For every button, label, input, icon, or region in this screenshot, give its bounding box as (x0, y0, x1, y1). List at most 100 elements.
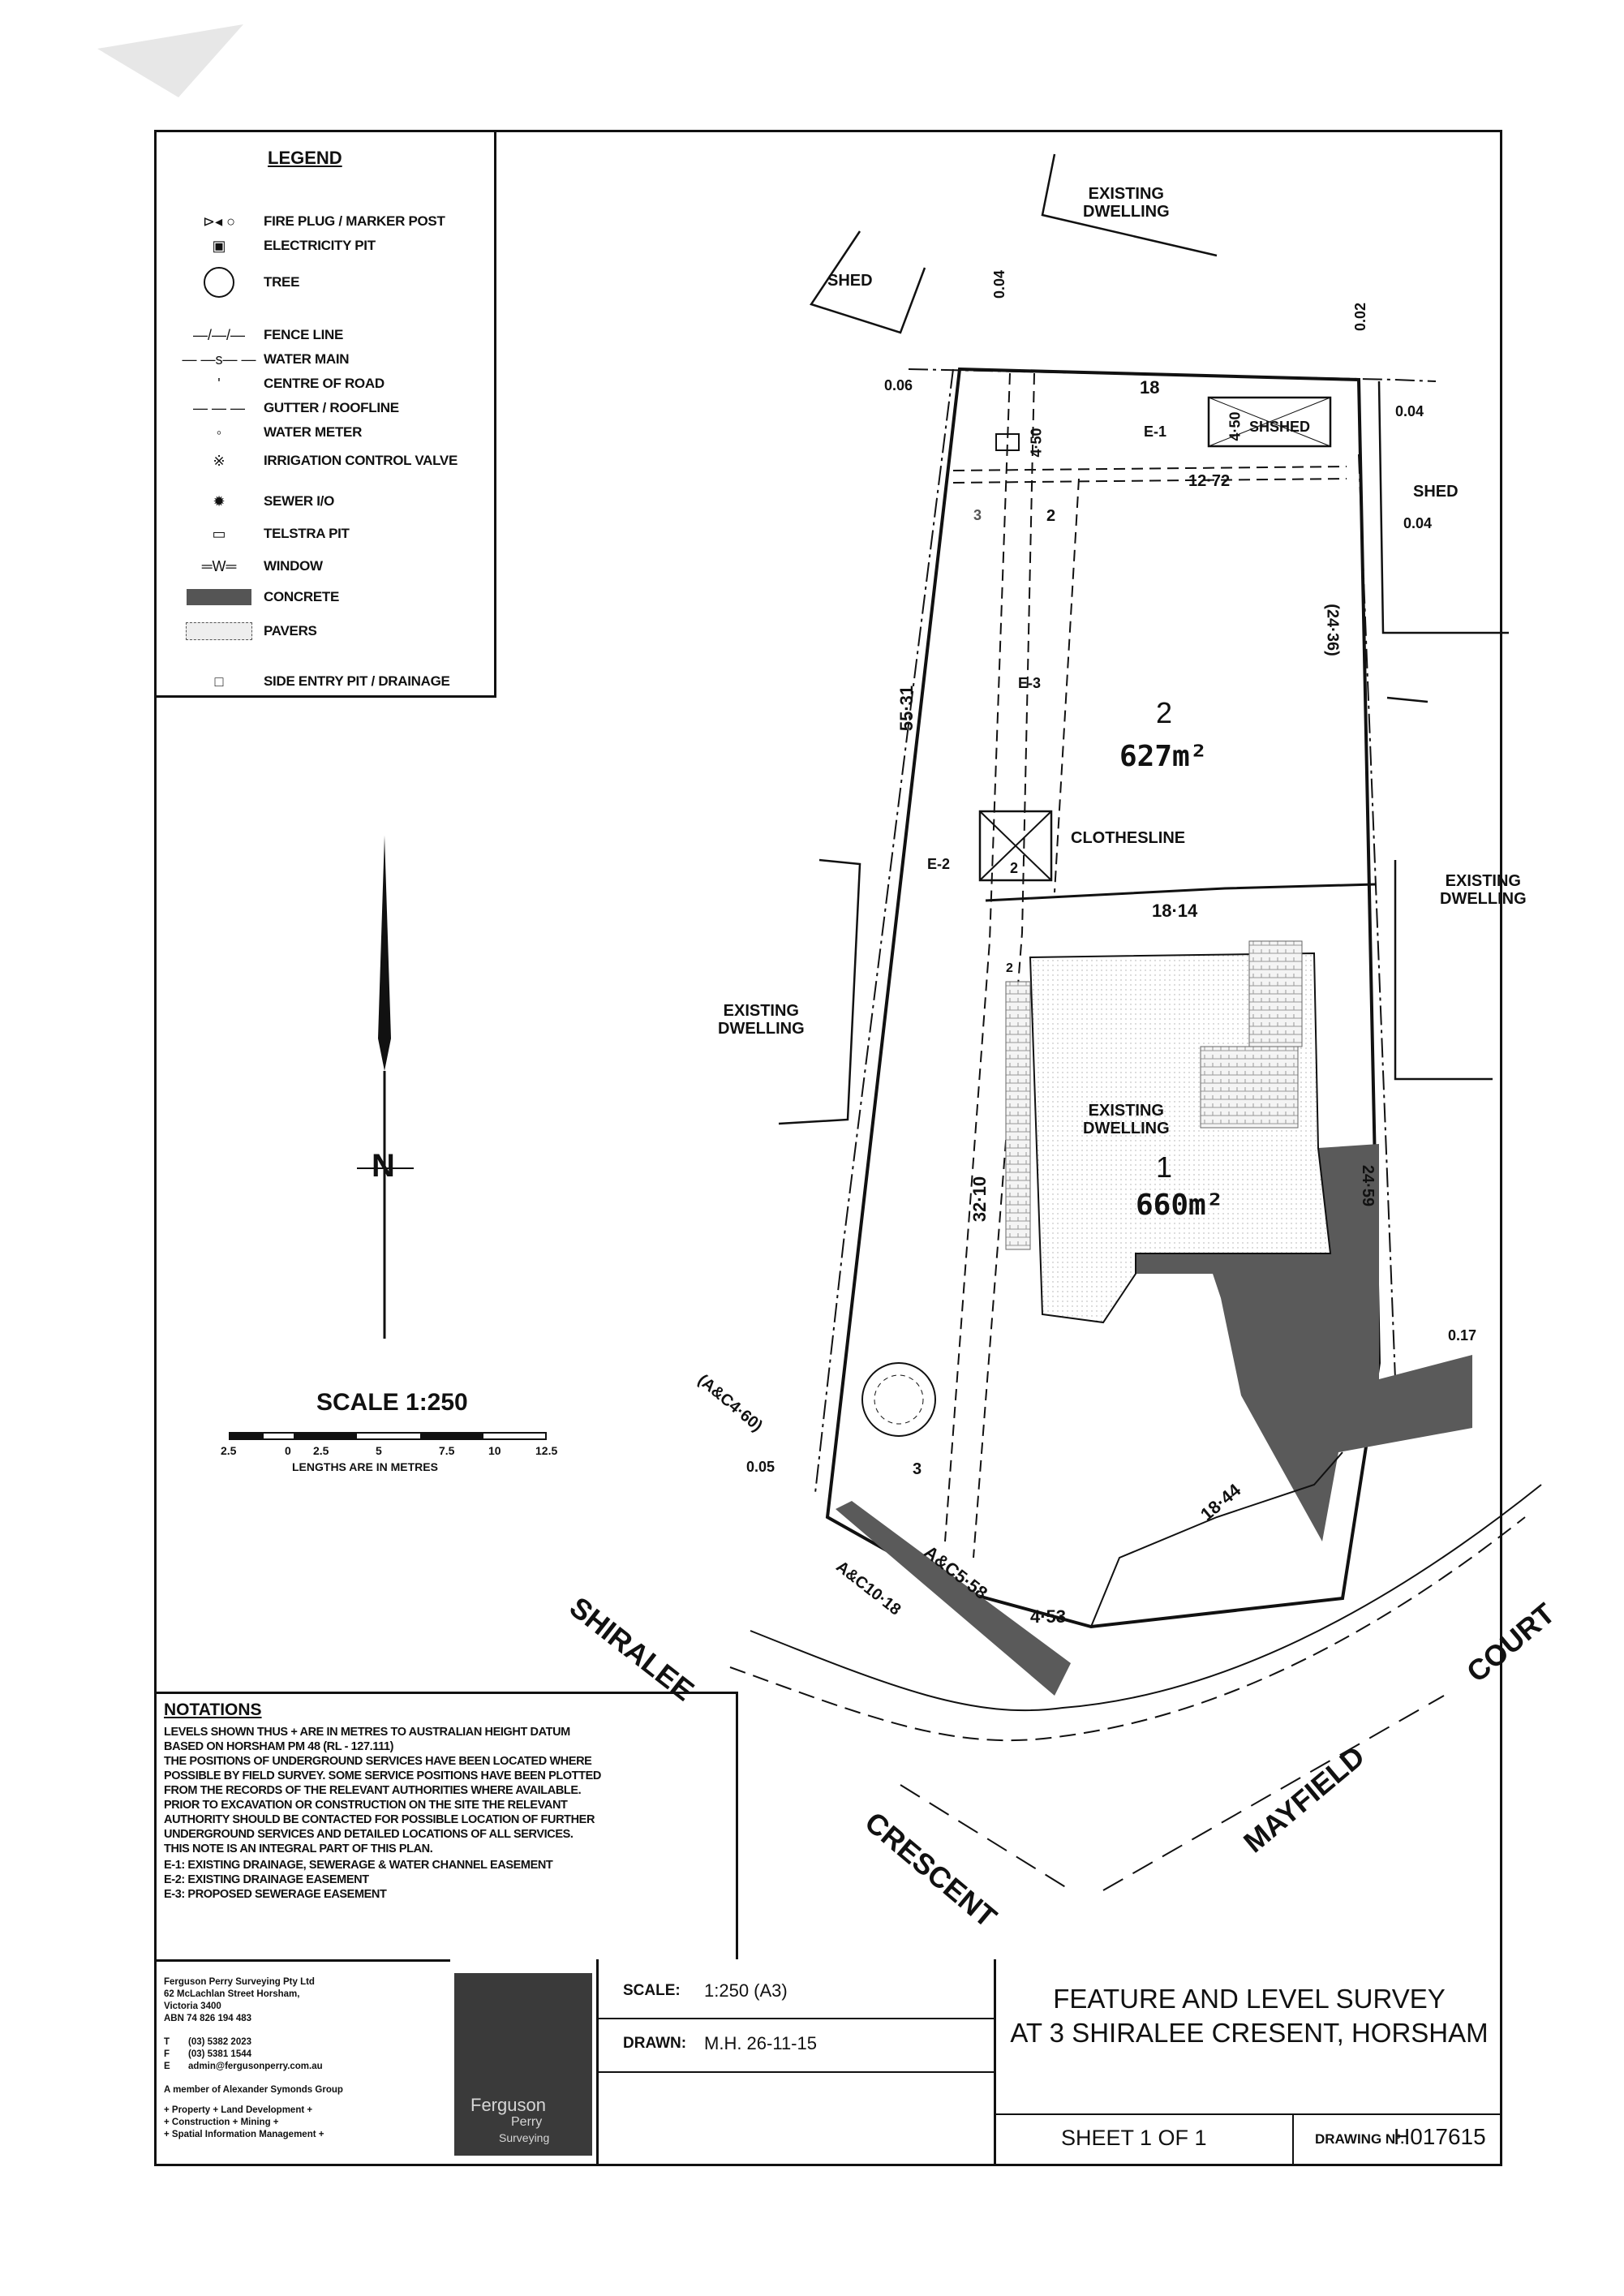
dim-0-04-right2: 0.04 (1403, 515, 1433, 531)
scale-tick-label: 0 (285, 1444, 291, 1457)
legend-label: ELECTRICITY PIT (264, 238, 376, 253)
drawing-title-line1: FEATURE AND LEVEL SURVEY (1053, 1984, 1446, 2014)
dim-12-72: 12·72 (1188, 472, 1231, 490)
company-service: + Property + Land Development + (164, 2105, 313, 2115)
fire-plug-marker-icon: ⊳◂ ○ (203, 213, 235, 230)
notation-line: POSSIBLE BY FIELD SURVEY. SOME SERVICE P… (164, 1769, 601, 1782)
company-line: Victoria 3400 (164, 2001, 221, 2011)
legend-row: ※ IRRIGATION CONTROL VALVE (174, 446, 491, 475)
company-logo: Ferguson Perry Surveying (454, 1973, 592, 2156)
easement-e3: E-3 (1018, 675, 1042, 691)
legend-row: —/—/—FENCE LINE (174, 320, 491, 350)
legend-label: WATER METER (264, 424, 363, 440)
legend-label: SIDE ENTRY PIT / DRAINAGE (264, 673, 450, 689)
legend-label: PAVERS (264, 623, 317, 638)
telstra-pit-icon: ▭ (212, 525, 226, 542)
legend-label: IRRIGATION CONTROL VALVE (264, 453, 458, 468)
sheet-number: SHEET 1 OF 1 (1061, 2126, 1207, 2150)
pavers-strip (1248, 940, 1303, 1047)
shed-in-lot (1207, 396, 1332, 448)
drawing-number: H017615 (1394, 2124, 1486, 2149)
legend-label: CONCRETE (264, 589, 339, 604)
legend-label: FENCE LINE (264, 327, 344, 342)
notation-line: UNDERGROUND SERVICES AND DETAILED LOCATI… (164, 1828, 574, 1841)
label-shed-in-lot: SHSHED (1249, 419, 1311, 435)
label-clothesline: CLOTHESLINE (1071, 829, 1186, 847)
notation-line: THIS NOTE IS AN INTEGRAL PART OF THIS PL… (164, 1842, 433, 1855)
legend-row: — — — GUTTER / ROOFLINE (174, 393, 491, 423)
drawn-value: M.H. 26-11-15 (704, 2033, 817, 2053)
centre-of-road-icon: ' (217, 375, 221, 392)
drawing-title-line2: AT 3 SHIRALEE CRESENT, HORSHAM (1010, 2018, 1489, 2048)
scale-bar-title: SCALE 1:250 (316, 1389, 468, 1416)
fence-lines (814, 368, 1437, 1494)
notation-line: BASED ON HORSHAM PM 48 (RL - 127.111) (164, 1740, 394, 1753)
label-existing-dwelling-left: EXISTING DWELLING (718, 1002, 805, 1038)
company-service: + Spatial Information Management + (164, 2130, 324, 2139)
dim-0-04-top: 0.04 (991, 269, 1008, 299)
scale-tick-label: 10 (488, 1444, 501, 1457)
drawing-number-label: DRAWING Nº. (1315, 2131, 1405, 2147)
company-line: Ferguson Perry Surveying Pty Ltd (164, 1977, 315, 1987)
label-shed-right: SHED (1413, 483, 1459, 501)
tree-icon (174, 267, 264, 298)
north-label: N (372, 1148, 395, 1184)
pit-box (995, 433, 1020, 451)
gutter-roofline-icon: — — — (192, 399, 245, 416)
legend-row: ✹SEWER I/O (174, 487, 491, 516)
legend-row: ═W═WINDOW (174, 552, 491, 581)
setback-line (1090, 1451, 1343, 1627)
electricity-pit-icon: ▣ (212, 237, 226, 254)
label-existing-dwelling-top: EXISTING DWELLING (1083, 185, 1170, 221)
legend-label: TREE (264, 274, 300, 290)
legend-row: □ SIDE ENTRY PIT / DRAINAGE (174, 667, 491, 696)
dim-4-53: 4·53 (1030, 1606, 1067, 1627)
company-service: + Construction + Mining + (164, 2118, 279, 2127)
scale-tick-label: 5 (376, 1444, 382, 1457)
north-arrow (357, 836, 414, 1339)
dim-0-05: 0.05 (746, 1459, 775, 1475)
legend-label: GUTTER / ROOFLINE (264, 400, 399, 415)
dim-18-14: 18·14 (1152, 901, 1198, 921)
dim-4-50-a: 4·50 (1028, 428, 1045, 458)
notation-line: AUTHORITY SHOULD BE CONTACTED FOR POSSIB… (164, 1813, 595, 1826)
irrigation-valve-icon: ※ (213, 452, 226, 469)
legend-label: CENTRE OF ROAD (264, 376, 385, 391)
legend-row: ▣ ELECTRICITY PIT (174, 231, 491, 260)
legend-label: TELSTRA PIT (264, 526, 350, 541)
legend-row: CONCRETE (174, 583, 491, 612)
company-contact: T(03) 5382 2023 (164, 2037, 252, 2047)
company-line: ABN 74 826 194 483 (164, 2014, 252, 2023)
scale-tick-label: 12.5 (535, 1444, 558, 1457)
dim-24-59: 24·59 (1359, 1164, 1377, 1207)
legend-row: ▭ TELSTRA PIT (174, 519, 491, 548)
legend-row: ◦ WATER METER (174, 418, 491, 447)
notation-line: PRIOR TO EXCAVATION OR CONSTRUCTION ON T… (164, 1799, 568, 1812)
road-centrelines (900, 1695, 1445, 1891)
scale-drawn-block: SCALE: 1:250 (A3) DRAWN: M.H. 26-11-15 (596, 1959, 994, 2166)
scale-bar-caption: LENGTHS ARE IN METRES (292, 1460, 438, 1473)
lot-marker-2b: 2 (1010, 860, 1019, 876)
dim-3: 3 (913, 1460, 922, 1478)
title-block: FEATURE AND LEVEL SURVEY AT 3 SHIRALEE C… (994, 1959, 1502, 2166)
label-shed-left: SHED (827, 272, 873, 290)
side-entry-pit-icon: □ (214, 673, 224, 690)
legend-row: TREE (174, 267, 491, 298)
dim-0-17: 0.17 (1448, 1327, 1477, 1344)
window-icon: ═W═ (201, 557, 237, 574)
concrete-icon (174, 589, 264, 605)
dim-18: 18 (1140, 377, 1160, 398)
water-meter-icon: ◦ (216, 424, 222, 441)
company-contact: F(03) 5381 1544 (164, 2049, 252, 2059)
legend-row: ' CENTRE OF ROAD (174, 369, 491, 398)
concrete-driveway (1136, 1144, 1472, 1541)
notation-line: E-3: PROPOSED SEWERAGE EASEMENT (164, 1888, 387, 1901)
easement-e2: E-2 (927, 856, 951, 872)
lot1-number: 1 (1156, 1150, 1173, 1184)
pavers-icon (174, 622, 264, 640)
legend-row: PAVERS (174, 617, 491, 646)
lot2-area: 627m² (1119, 740, 1208, 773)
legend-row: ⊳◂ ○FIRE PLUG / MARKER POST (174, 207, 491, 236)
